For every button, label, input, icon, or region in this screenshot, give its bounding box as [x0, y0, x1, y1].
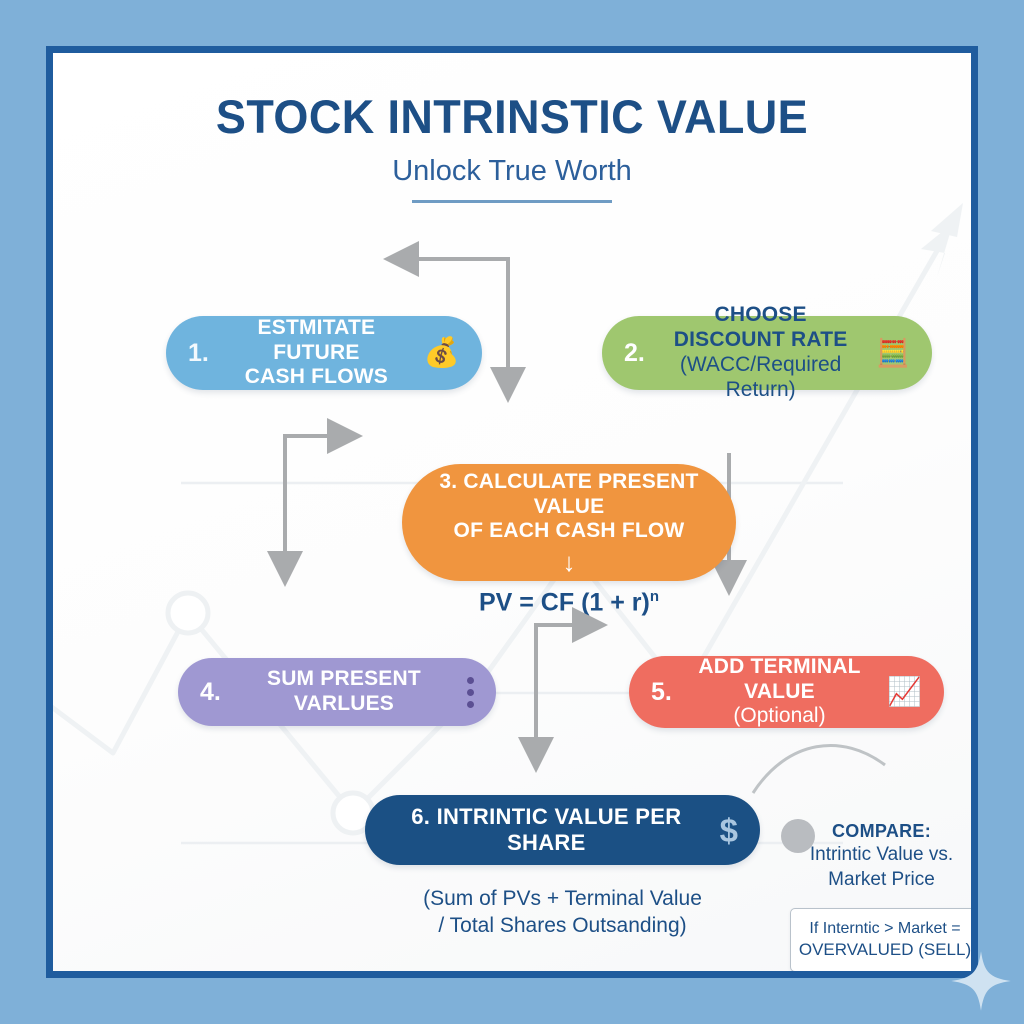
title-underline-rule [412, 200, 612, 203]
step-5-line-2: (Optional) [733, 704, 826, 728]
compare-line-2: Market Price [828, 869, 935, 891]
page-subtitle: Unlock True Worth [392, 155, 632, 187]
step-5-number: 5. [651, 677, 672, 706]
step-2-line-2: (WACC/Required Return) [679, 353, 842, 401]
step-2-line-1: CHOOSE DISCOUNT RATE [673, 303, 848, 352]
step-3-line-1: 3. CALCULATE PRESENT VALUE [439, 469, 699, 518]
step-3-calculate-present-value[interactable]: 3. CALCULATE PRESENT VALUE OF EACH CASH … [402, 464, 736, 581]
step-5-add-terminal-value[interactable]: 5. ADD TERMINAL VALUE (Optional) 📈 [629, 655, 944, 729]
step-4-label: SUM PRESENT VARLUES [235, 667, 453, 717]
step-5-line-1: ADD TERMINAL VALUE [698, 654, 861, 703]
step-3-label: 3. CALCULATE PRESENT VALUE OF EACH CASH … [424, 470, 714, 544]
step-1-number: 1. [188, 338, 209, 367]
step-2-number: 2. [624, 338, 645, 367]
verdict-box-overvalued: If Interntic > Market = OVERVALUED (SELL… [790, 908, 971, 971]
step-4-number: 4. [200, 677, 221, 706]
bottom-note-line-2: / Total Shares Outsanding) [438, 914, 687, 938]
card-inner: STOCK INTRINSTIC VALUE Unlock True Worth [53, 53, 971, 971]
step-1-estimate-future-cash-flows[interactable]: 1. ESTMITATE FUTURE CASH FLOWS 💰 [166, 316, 482, 390]
arrow-to-step5 [534, 607, 608, 668]
step-4-sum-present-values[interactable]: 4. SUM PRESENT VARLUES [178, 658, 496, 726]
step-6-intrinsic-value-per-share[interactable]: 6. INTRINTIC VALUE PER SHARE $ [365, 795, 760, 865]
compare-line-1: Intrintic Value vs. [809, 844, 954, 865]
step-1-label: ESTMITATE FUTURE CASH FLOWS [223, 316, 410, 390]
arrow-to-step3-left [283, 418, 363, 473]
step-1-line-2: CASH FLOWS [244, 365, 388, 389]
arrow-step2-to-step1 [383, 241, 510, 306]
money-bag-icon: 💰 [423, 336, 460, 369]
header: STOCK INTRINSTIC VALUE Unlock True Worth [53, 89, 971, 203]
step-6-line-1: 6. INTRINTIC VALUE PER SHARE [411, 804, 682, 855]
dollar-sign-icon: $ [719, 811, 738, 849]
formula-base: PV = CF (1 + r) [478, 588, 650, 617]
compare-block: COMPARE: Intrintic Value vs. Market Pric… [779, 821, 971, 893]
bottom-note-line-1: (Sum of PVs + Terminal Value [423, 887, 702, 910]
chart-up-icon: 📈 [887, 676, 922, 707]
down-arrow-icon: ↓ [562, 547, 576, 578]
compare-node-dot [781, 819, 815, 853]
step-2-choose-discount-rate[interactable]: 2. CHOOSE DISCOUNT RATE (WACC/Required R… [602, 303, 932, 401]
step-3-line-2: OF EACH CASH FLOW [453, 519, 685, 543]
verdict-line-2: OVERVALUED (SELL) [798, 940, 971, 960]
page-title: STOCK INTRINSTIC VALUE [215, 89, 809, 144]
card-frame: STOCK INTRINSTIC VALUE Unlock True Worth [46, 46, 978, 978]
step-6-label: 6. INTRINTIC VALUE PER SHARE [387, 804, 706, 856]
calculator-icon: 🧮 [876, 337, 910, 368]
three-dots-icon [467, 676, 474, 708]
formula-exponent: n [649, 588, 660, 605]
step-5-label: ADD TERMINAL VALUE (Optional) [686, 655, 873, 729]
present-value-formula: PV = CF (1 + r)n [402, 588, 736, 617]
verdict-line-1: If Interntic > Market = [809, 919, 961, 937]
compare-curve [751, 744, 886, 794]
step-4-line-1: SUM PRESENT VARLUES [266, 667, 421, 715]
step-1-line-1: ESTMITATE FUTURE [257, 315, 376, 364]
step-2-label: CHOOSE DISCOUNT RATE (WACC/Required Retu… [659, 303, 863, 402]
compare-heading: COMPARE: [831, 821, 932, 841]
intrinsic-value-formula-note: (Sum of PVs + Terminal Value / Total Sha… [365, 885, 760, 940]
